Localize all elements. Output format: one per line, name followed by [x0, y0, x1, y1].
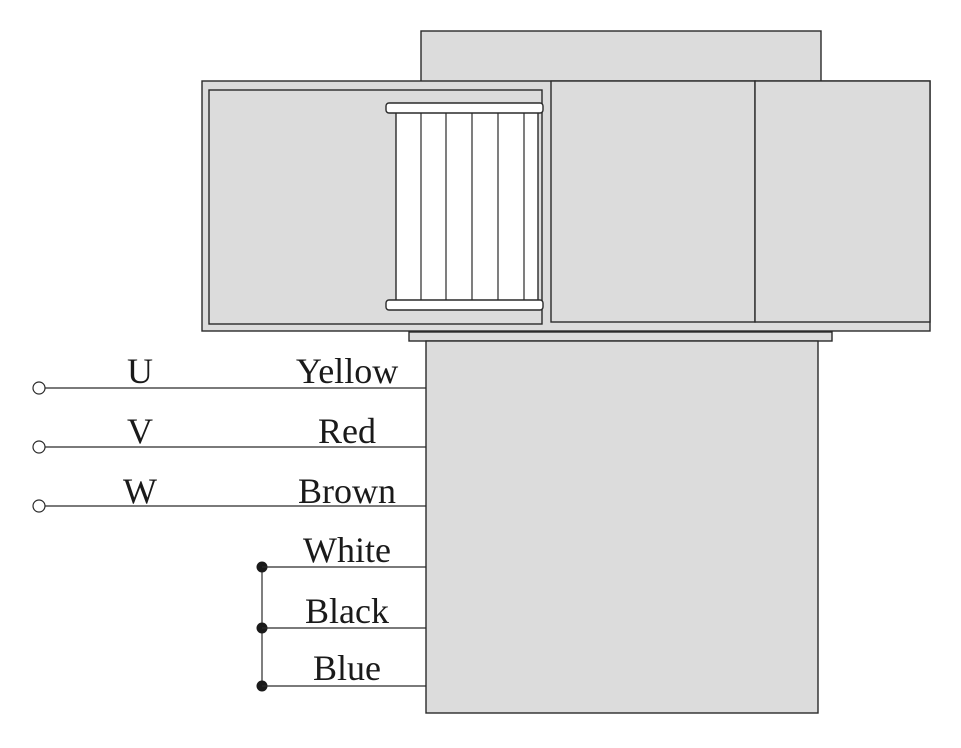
wire-color-brown: Brown [298, 471, 396, 511]
bridged-wire-blue: Blue [256, 648, 426, 692]
wire-color-yellow: Yellow [296, 351, 398, 391]
phase-label-u: U [127, 351, 153, 391]
wire-color-white: White [303, 530, 391, 570]
bridged-wire-white: White [256, 530, 426, 573]
phase-wire-v: V Red [32, 411, 426, 454]
wire-color-red: Red [318, 411, 376, 451]
top-cap [420, 30, 822, 86]
terminal-v [32, 440, 46, 454]
wire-color-black: Black [305, 591, 389, 631]
phase-label-w: W [123, 471, 157, 511]
terminal-u [32, 381, 46, 395]
wire-color-blue: Blue [313, 648, 381, 688]
bridged-wire-black: Black [256, 591, 426, 634]
motor-body [425, 340, 819, 714]
phase-label-v: V [127, 411, 153, 451]
terminal-w [32, 499, 46, 513]
phase-wire-w: W Brown [32, 471, 426, 513]
mounting-flange [408, 331, 833, 342]
impeller-grille [385, 102, 544, 311]
right-panel [754, 80, 931, 323]
phase-wire-u: U Yellow [32, 351, 426, 395]
middle-panel [550, 80, 756, 323]
